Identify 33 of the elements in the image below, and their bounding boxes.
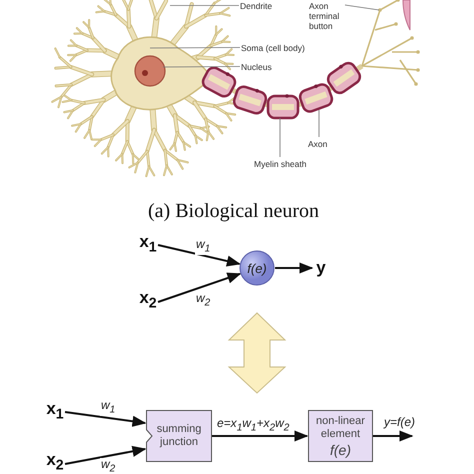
part-label: Axon xyxy=(308,138,328,148)
part-label: Axon terminal button xyxy=(309,0,340,30)
arrow xyxy=(158,244,241,267)
variable-label: x$_{2}$ xyxy=(46,450,64,474)
variable-label: x$_{1}$ xyxy=(139,232,157,256)
leader-line xyxy=(170,5,240,6)
leader-line xyxy=(150,47,240,48)
summing-junction-block xyxy=(146,410,212,462)
function-label: f(e) xyxy=(247,260,267,276)
block-label: summing junction xyxy=(156,423,202,449)
part-label: Myelin sheath xyxy=(254,158,306,168)
part-label: Soma (cell body) xyxy=(241,42,305,52)
variable-label: x$_{1}$ xyxy=(46,399,64,423)
arrow xyxy=(275,262,314,274)
neuron-node xyxy=(239,250,275,286)
variable-label: x$_{2}$ xyxy=(139,288,157,312)
arrow xyxy=(373,430,414,442)
caption: (a) Biological neuron xyxy=(148,200,320,223)
arrow xyxy=(212,430,308,442)
block-label: non-linear element xyxy=(315,415,366,441)
edge-label: y=f(e) xyxy=(383,416,416,429)
arrow xyxy=(64,446,146,465)
variable-label: y xyxy=(316,258,326,278)
arrow xyxy=(64,411,146,427)
function-label: f(e) xyxy=(330,444,351,457)
leader-line xyxy=(318,110,320,138)
activation-block xyxy=(308,410,373,462)
leader-line xyxy=(344,4,380,10)
edge-label: w$_{2}$ xyxy=(100,458,116,474)
part-label: Nucleus xyxy=(241,62,272,72)
part-label: Dendrite xyxy=(240,0,272,10)
leader-line xyxy=(162,66,240,68)
arrow xyxy=(158,272,242,303)
